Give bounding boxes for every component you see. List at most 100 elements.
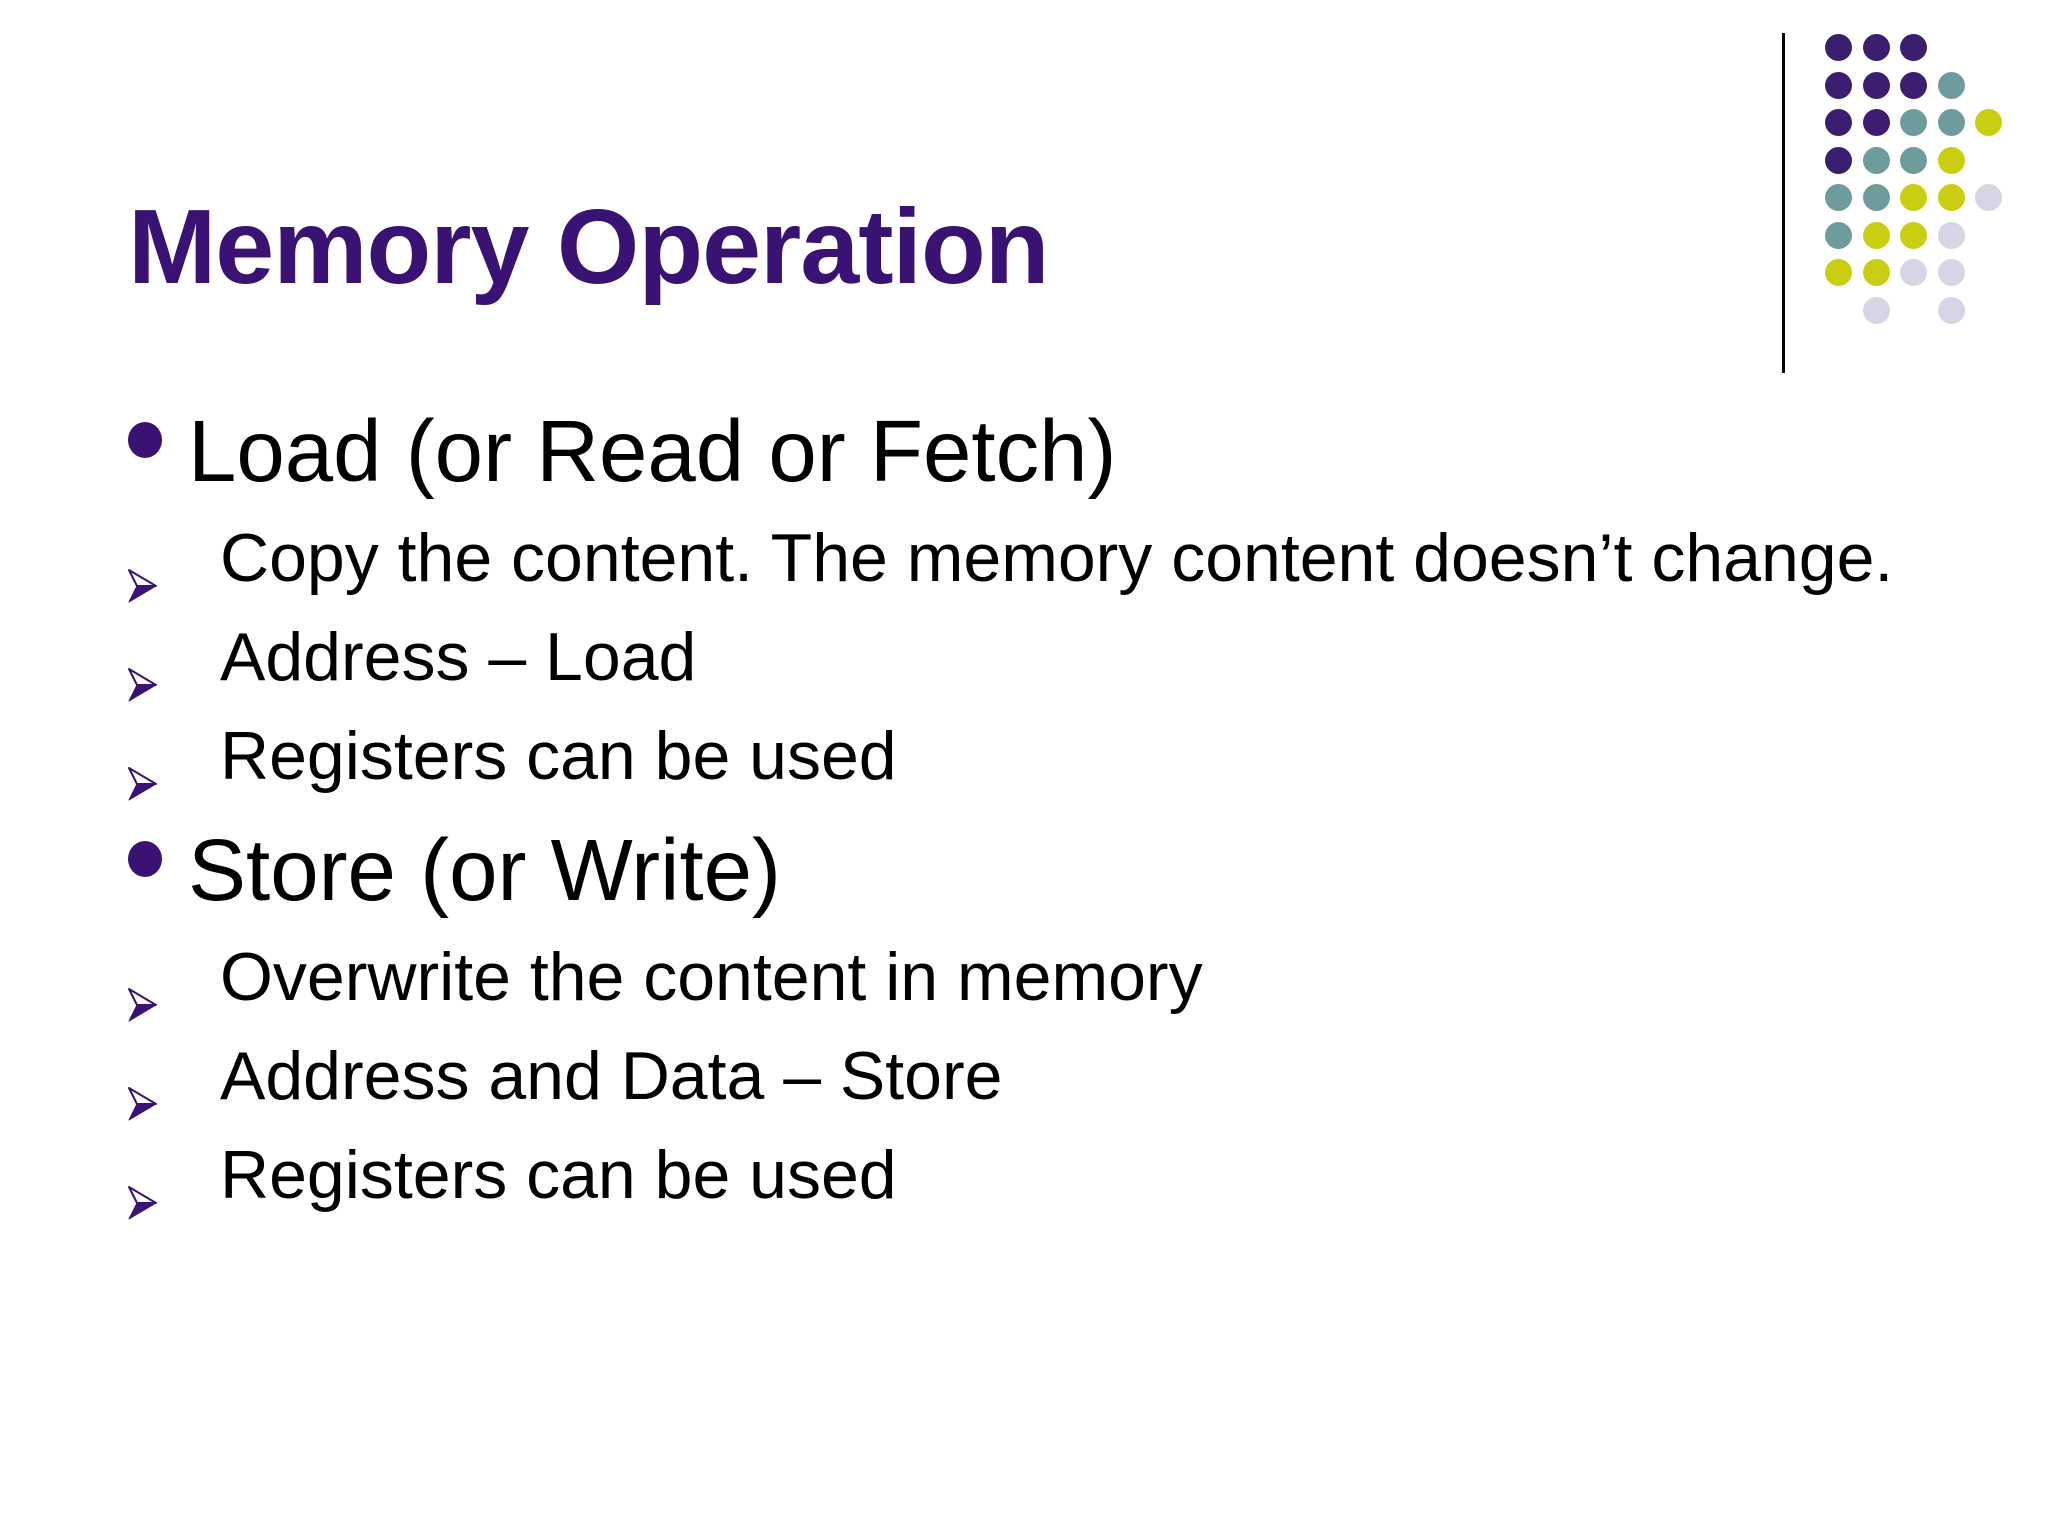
sub-bullet-group-load: Copy the content. The memory content doe… — [125, 509, 2015, 806]
teal-dot-icon — [1862, 184, 1890, 212]
yellow-dot-icon — [1900, 221, 1928, 249]
dot-grid-cell — [1858, 217, 1896, 255]
purple-dot-icon — [1825, 71, 1853, 99]
teal-dot-icon — [1937, 109, 1965, 137]
dot-grid-cell — [1933, 179, 1971, 217]
dot-grid-cell — [1933, 292, 1971, 330]
dot-pattern-decoration — [1820, 29, 2008, 329]
dot-grid-cell — [1858, 67, 1896, 105]
dot-grid-cell — [1820, 104, 1858, 142]
teal-dot-icon — [1862, 146, 1890, 174]
sub-bullet-label: Address and Data – Store — [220, 1038, 1003, 1114]
arrowhead-bullet-icon — [125, 631, 159, 702]
arrowhead-bullet-icon — [125, 532, 159, 603]
dot-grid-cell — [1933, 29, 1971, 67]
dot-grid-cell — [1895, 29, 1933, 67]
sub-bullet-item: Copy the content. The memory content doe… — [125, 509, 2015, 608]
dot-grid-cell — [1895, 104, 1933, 142]
sub-bullet-item: Registers can be used — [125, 1126, 2015, 1225]
arrowhead-bullet-icon — [125, 1050, 159, 1121]
dot-grid-cell — [1970, 217, 2008, 255]
purple-dot-icon — [1862, 71, 1890, 99]
teal-dot-icon — [1900, 109, 1928, 137]
circle-bullet-icon — [128, 841, 162, 877]
dot-grid-cell — [1970, 292, 2008, 330]
sub-bullet-item: Address – Load — [125, 608, 2015, 707]
sub-bullet-group-store: Overwrite the content in memory Address … — [125, 928, 2015, 1225]
teal-dot-icon — [1937, 71, 1965, 99]
dot-grid-cell — [1858, 254, 1896, 292]
sub-bullet-label: Registers can be used — [220, 1137, 897, 1213]
sub-bullet-item: Address and Data – Store — [125, 1027, 2015, 1126]
dot-grid-cell — [1820, 217, 1858, 255]
dot-grid-cell — [1970, 67, 2008, 105]
circle-bullet-icon — [128, 422, 162, 458]
yellow-dot-icon — [1975, 109, 2003, 137]
lavender-dot-icon — [1975, 184, 2003, 212]
dot-grid-cell — [1895, 217, 1933, 255]
dot-grid-cell — [1858, 104, 1896, 142]
lavender-dot-icon — [1862, 296, 1890, 324]
arrowhead-bullet-icon — [125, 730, 159, 801]
yellow-dot-icon — [1937, 146, 1965, 174]
dot-grid-cell — [1820, 292, 1858, 330]
dot-grid-cell — [1970, 142, 2008, 180]
dot-grid-cell — [1933, 142, 1971, 180]
yellow-dot-icon — [1900, 184, 1928, 212]
teal-dot-icon — [1825, 221, 1853, 249]
teal-dot-icon — [1900, 146, 1928, 174]
sub-bullet-label: Registers can be used — [220, 718, 897, 794]
sub-bullet-item: Registers can be used — [125, 707, 2015, 806]
dot-grid-cell — [1820, 29, 1858, 67]
purple-dot-icon — [1825, 34, 1853, 62]
lavender-dot-icon — [1937, 296, 1965, 324]
vertical-rule — [1782, 33, 1785, 373]
bullet-item-load: Load (or Read or Fetch) — [125, 395, 2015, 509]
purple-dot-icon — [1900, 34, 1928, 62]
dot-grid-cell — [1858, 142, 1896, 180]
slide-title: Memory Operation — [128, 188, 1050, 306]
dot-grid-cell — [1895, 292, 1933, 330]
dot-grid-cell — [1933, 254, 1971, 292]
bullet-list: Load (or Read or Fetch) Copy the content… — [125, 395, 2015, 1225]
bullet-item-store: Store (or Write) — [125, 814, 2015, 928]
dot-grid-cell — [1970, 254, 2008, 292]
sub-bullet-label: Address – Load — [220, 619, 697, 695]
lavender-dot-icon — [1937, 259, 1965, 287]
sub-bullet-label: Overwrite the content in memory — [220, 939, 1203, 1015]
dot-grid-cell — [1895, 179, 1933, 217]
dot-grid-cell — [1895, 142, 1933, 180]
purple-dot-icon — [1900, 71, 1928, 99]
bullet-item-label: Load (or Read or Fetch) — [188, 403, 1117, 500]
dot-grid-cell — [1970, 104, 2008, 142]
dot-grid-cell — [1933, 104, 1971, 142]
dot-grid-cell — [1933, 67, 1971, 105]
dot-grid-cell — [1820, 67, 1858, 105]
dot-grid-cell — [1970, 29, 2008, 67]
purple-dot-icon — [1862, 109, 1890, 137]
yellow-dot-icon — [1825, 259, 1853, 287]
sub-bullet-label: Copy the content. The memory content doe… — [220, 520, 1894, 596]
sub-bullet-item: Overwrite the content in memory — [125, 928, 2015, 1027]
purple-dot-icon — [1825, 146, 1853, 174]
dot-grid-cell — [1970, 179, 2008, 217]
dot-grid-cell — [1820, 179, 1858, 217]
teal-dot-icon — [1825, 184, 1853, 212]
purple-dot-icon — [1825, 109, 1853, 137]
bullet-item-label: Store (or Write) — [188, 822, 781, 919]
dot-grid-cell — [1933, 217, 1971, 255]
lavender-dot-icon — [1937, 221, 1965, 249]
dot-grid-cell — [1895, 67, 1933, 105]
dot-grid-cell — [1858, 292, 1896, 330]
dot-grid-cell — [1858, 29, 1896, 67]
arrowhead-bullet-icon — [125, 1149, 159, 1220]
yellow-dot-icon — [1862, 221, 1890, 249]
purple-dot-icon — [1862, 34, 1890, 62]
lavender-dot-icon — [1900, 259, 1928, 287]
dot-grid-cell — [1820, 142, 1858, 180]
dot-grid-cell — [1820, 254, 1858, 292]
dot-grid-cell — [1858, 179, 1896, 217]
yellow-dot-icon — [1862, 259, 1890, 287]
yellow-dot-icon — [1937, 184, 1965, 212]
